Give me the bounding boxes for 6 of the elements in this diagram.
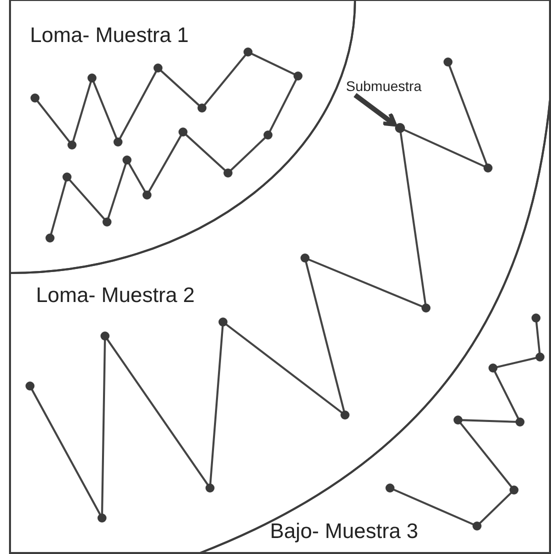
sample-point (395, 123, 405, 133)
zone-label: Loma- Muestra 1 (30, 24, 189, 48)
callout-label: Submuestra (346, 78, 422, 94)
zone-label: Loma- Muestra 2 (36, 284, 195, 308)
arrow (354, 93, 397, 127)
zone-label: Bajo- Muestra 3 (270, 520, 418, 544)
